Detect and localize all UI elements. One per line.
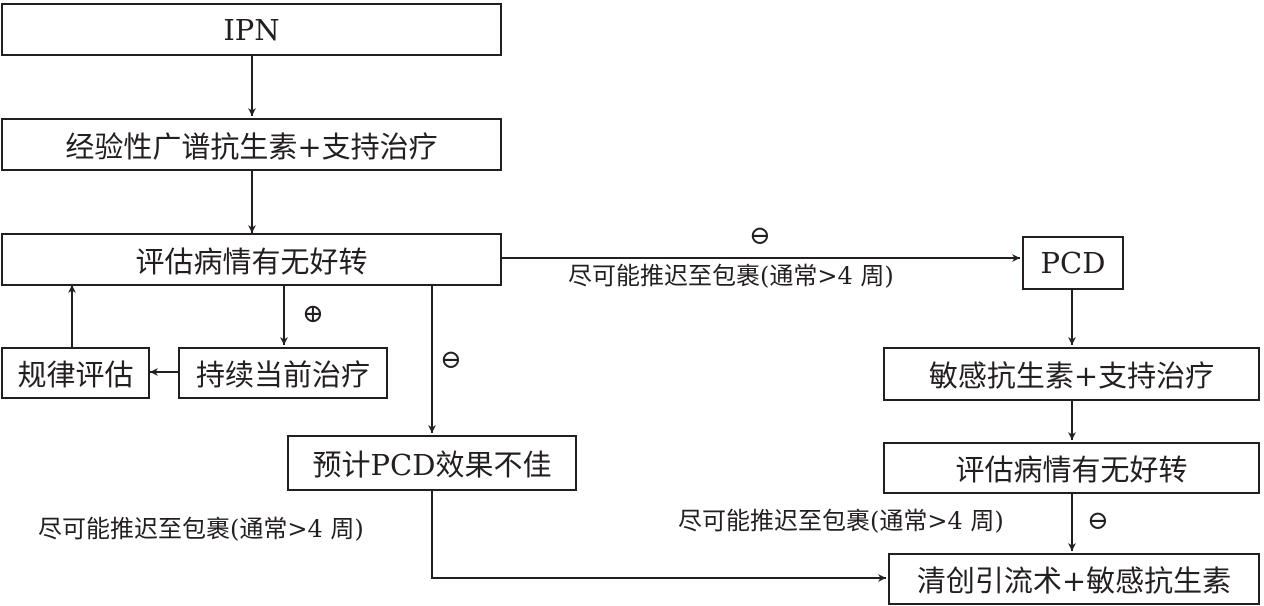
positive-symbol-continue: ⊕ — [302, 299, 324, 329]
node-sensitive-antibiotics: 敏感抗生素+支持治疗 — [883, 347, 1260, 401]
node-assess-condition-2: 评估病情有无好转 — [883, 442, 1260, 494]
node-pcd: PCD — [1022, 236, 1124, 290]
negative-symbol-pcd-poor: ⊖ — [440, 345, 462, 375]
node-ipn: IPN — [1, 3, 502, 56]
arrow-pcd-poor-to-debridement — [431, 490, 886, 582]
node-regular-assessment: 规律评估 — [1, 347, 150, 399]
negative-symbol-to-pcd: ⊖ — [749, 221, 771, 251]
node-debridement: 清创引流术+敏感抗生素 — [888, 553, 1260, 605]
node-assess-condition: 评估病情有无好转 — [1, 233, 502, 286]
edge-label-to-pcd: 尽可能推迟至包裹(通常>4 周) — [568, 262, 894, 290]
negative-symbol-debridement: ⊖ — [1087, 506, 1109, 536]
edge-label-to-debridement-left: 尽可能推迟至包裹(通常>4 周) — [38, 515, 364, 543]
node-empiric-antibiotics: 经验性广谱抗生素+支持治疗 — [1, 118, 502, 171]
node-continue-treatment: 持续当前治疗 — [178, 347, 388, 399]
edge-label-to-debridement-right: 尽可能推迟至包裹(通常>4 周) — [678, 507, 1004, 535]
node-pcd-poor: 预计PCD效果不佳 — [287, 435, 577, 491]
